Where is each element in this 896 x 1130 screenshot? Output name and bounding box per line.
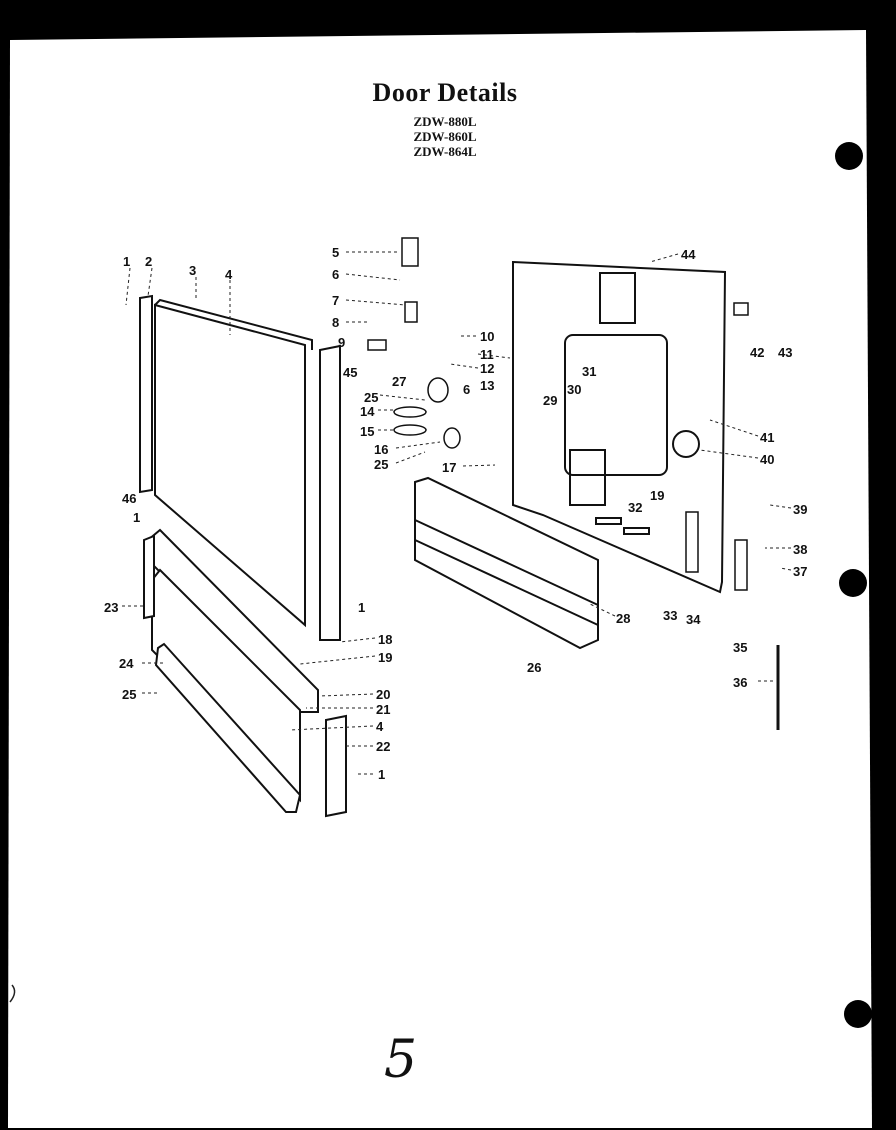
callout-label: 7	[332, 293, 339, 308]
callout-label: 29	[543, 393, 557, 408]
callout-leaders	[122, 251, 792, 775]
margin-mark	[9, 984, 16, 1003]
callout-label: 19	[378, 650, 392, 665]
page-title: Door Details	[372, 78, 518, 107]
callout-label: 4	[376, 719, 384, 734]
callout-label: 8	[332, 315, 339, 330]
callout-label: 2	[145, 254, 152, 269]
callout-label: 17	[442, 460, 456, 475]
callout-label: 1	[378, 767, 385, 782]
callout-label: 39	[793, 502, 807, 517]
callout-label: 14	[360, 404, 375, 419]
callout-label: 27	[392, 374, 406, 389]
callout-label: 30	[567, 382, 581, 397]
binder-hole-middle	[839, 569, 867, 597]
model-number: ZDW-864L	[413, 144, 477, 159]
callout-label: 33	[663, 608, 677, 623]
callout-label: 12	[480, 361, 494, 376]
callout-label: 34	[686, 612, 701, 627]
callout-label: 32	[628, 500, 642, 515]
callout-label: 36	[733, 675, 747, 690]
binder-hole-top	[835, 142, 863, 170]
model-list: ZDW-880L ZDW-860L ZDW-864L	[300, 114, 590, 159]
kick-panel-assembly	[143, 528, 347, 818]
callout-label: 28	[616, 611, 630, 626]
callout-label: 35	[733, 640, 747, 655]
callout-label: 11	[480, 347, 494, 362]
model-number: ZDW-860L	[413, 129, 477, 144]
callout-label: 46	[122, 491, 136, 506]
model-number: ZDW-880L	[413, 114, 477, 129]
callout-label: 40	[760, 452, 774, 467]
callout-label: 31	[582, 364, 596, 379]
callout-label: 21	[376, 702, 390, 717]
callout-label: 38	[793, 542, 807, 557]
callout-label: 22	[376, 739, 390, 754]
callout-label: 13	[480, 378, 494, 393]
callout-label: 20	[376, 687, 390, 702]
callout-label: 25	[364, 390, 378, 405]
callout-label: 15	[360, 424, 374, 439]
callout-labels: 1 2 3 4 5 6 7 8 9 10 11 12 13 25 27 14 1…	[104, 245, 807, 782]
door-right-trim	[319, 344, 341, 641]
callout-label: 16	[374, 442, 388, 457]
callout-label: 45	[343, 365, 357, 380]
callout-label: 19	[650, 488, 664, 503]
callout-label: 1	[123, 254, 130, 269]
callout-label: 6	[463, 382, 470, 397]
heading-block: Door Details ZDW-880L ZDW-860L ZDW-864L	[300, 78, 590, 159]
callout-label: 25	[374, 457, 388, 472]
callout-label: 26	[527, 660, 541, 675]
callout-label: 6	[332, 267, 339, 282]
callout-label: 9	[338, 335, 345, 350]
outer-door-panel	[154, 298, 313, 628]
page-number: 5	[384, 1030, 418, 1090]
callout-label: 41	[760, 430, 774, 445]
callout-label: 42	[750, 345, 764, 360]
callout-label: 1	[133, 510, 140, 525]
callout-label: 24	[119, 656, 134, 671]
callout-label: 44	[681, 247, 696, 262]
callout-label: 23	[104, 600, 118, 615]
callout-label: 5	[332, 245, 339, 260]
inner-door-liner	[512, 260, 727, 594]
callout-label: 4	[225, 267, 233, 282]
callout-label: 18	[378, 632, 392, 647]
callout-label: 37	[793, 564, 807, 579]
control-panel	[414, 476, 599, 650]
callout-label: 25	[122, 687, 136, 702]
binder-hole-bottom	[844, 1000, 872, 1028]
callout-label: 10	[480, 329, 494, 344]
callout-label: 43	[778, 345, 792, 360]
callout-label: 1	[358, 600, 365, 615]
small-parts	[367, 237, 749, 591]
callout-label: 3	[189, 263, 196, 278]
door-left-trim	[139, 294, 153, 494]
